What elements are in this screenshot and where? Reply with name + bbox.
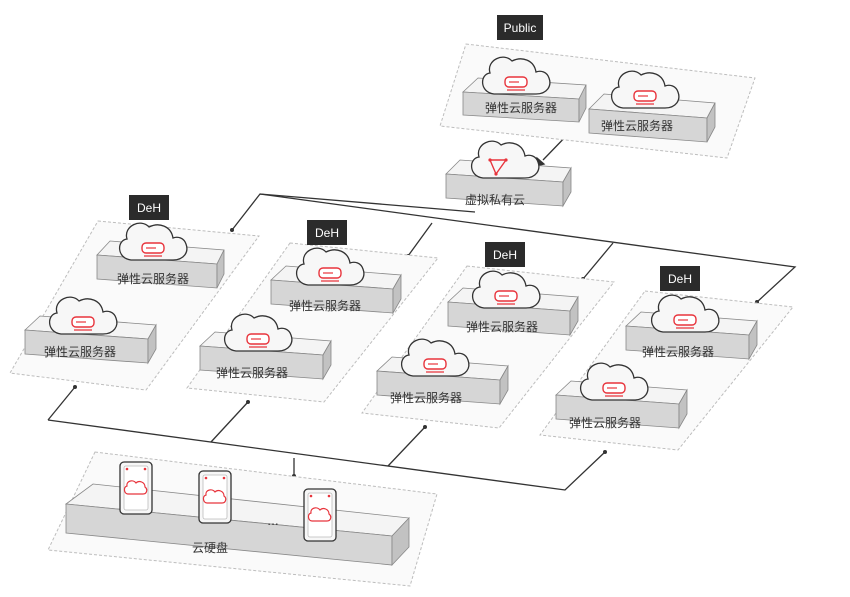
ecs-label: 弹性云服务器 bbox=[485, 100, 557, 115]
public-tag-label: Public bbox=[504, 21, 537, 35]
deh-tag-label: DeH bbox=[315, 226, 339, 240]
ecs-server: 弹性云服务器 bbox=[24, 296, 157, 365]
deh-tag bbox=[129, 195, 169, 220]
deh-tag bbox=[307, 220, 347, 245]
ecs-server: 弹性云服务器 bbox=[376, 338, 509, 406]
ecs-server: 弹性云服务器 bbox=[199, 313, 332, 381]
deh-tag-label: DeH bbox=[668, 272, 692, 286]
ecs-server: 弹性云服务器 bbox=[588, 70, 716, 143]
public-tag bbox=[497, 15, 543, 40]
ecs-label: 弹性云服务器 bbox=[117, 271, 189, 286]
ecs-label: 弹性云服务器 bbox=[642, 344, 714, 359]
deh-group: DeH 弹性云服务器 弹性云服务器 bbox=[361, 242, 615, 429]
ecs-server: 弹性云服务器 bbox=[555, 362, 688, 430]
ecs-label: 弹性云服务器 bbox=[466, 319, 538, 334]
ellipsis-label: ... bbox=[267, 514, 278, 528]
deh-group: DeH 弹性云服务器 弹性云服务器 bbox=[9, 195, 260, 391]
ecs-server: 弹性云服务器 bbox=[625, 294, 758, 361]
deh-tag bbox=[485, 242, 525, 267]
ecs-label: 弹性云服务器 bbox=[216, 365, 288, 380]
ecs-label: 弹性云服务器 bbox=[289, 298, 361, 313]
disk-icon bbox=[198, 470, 232, 524]
deh-group: DeH 弹性云服务器 弹性云服务器 bbox=[539, 266, 794, 451]
ecs-label: 弹性云服务器 bbox=[44, 344, 116, 359]
vpc-label: 虚拟私有云 bbox=[465, 193, 525, 207]
ecs-label: 弹性云服务器 bbox=[601, 118, 673, 133]
ecs-server: 弹性云服务器 bbox=[447, 270, 579, 337]
deh-tag-label: DeH bbox=[137, 201, 161, 215]
vpc-node: 虚拟私有云 bbox=[445, 140, 572, 208]
disk-icon bbox=[119, 461, 153, 515]
deh-tag-label: DeH bbox=[493, 248, 517, 262]
ecs-server: 弹性云服务器 bbox=[270, 247, 402, 315]
network-lines bbox=[47, 129, 797, 491]
deh-group: DeH 弹性云服务器 弹性云服务器 bbox=[186, 220, 439, 403]
deh-tag bbox=[660, 266, 700, 291]
evs-group: ... 云硬盘 bbox=[47, 451, 438, 587]
public-group: Public 弹性云服务器 弹性云服务器 bbox=[439, 15, 756, 159]
ecs-label: 弹性云服务器 bbox=[390, 390, 462, 405]
disk-icon bbox=[303, 488, 337, 542]
evs-label: 云硬盘 bbox=[192, 540, 228, 555]
ecs-label: 弹性云服务器 bbox=[569, 415, 641, 430]
ecs-server: 弹性云服务器 bbox=[462, 56, 587, 123]
ecs-server: 弹性云服务器 bbox=[96, 222, 225, 289]
